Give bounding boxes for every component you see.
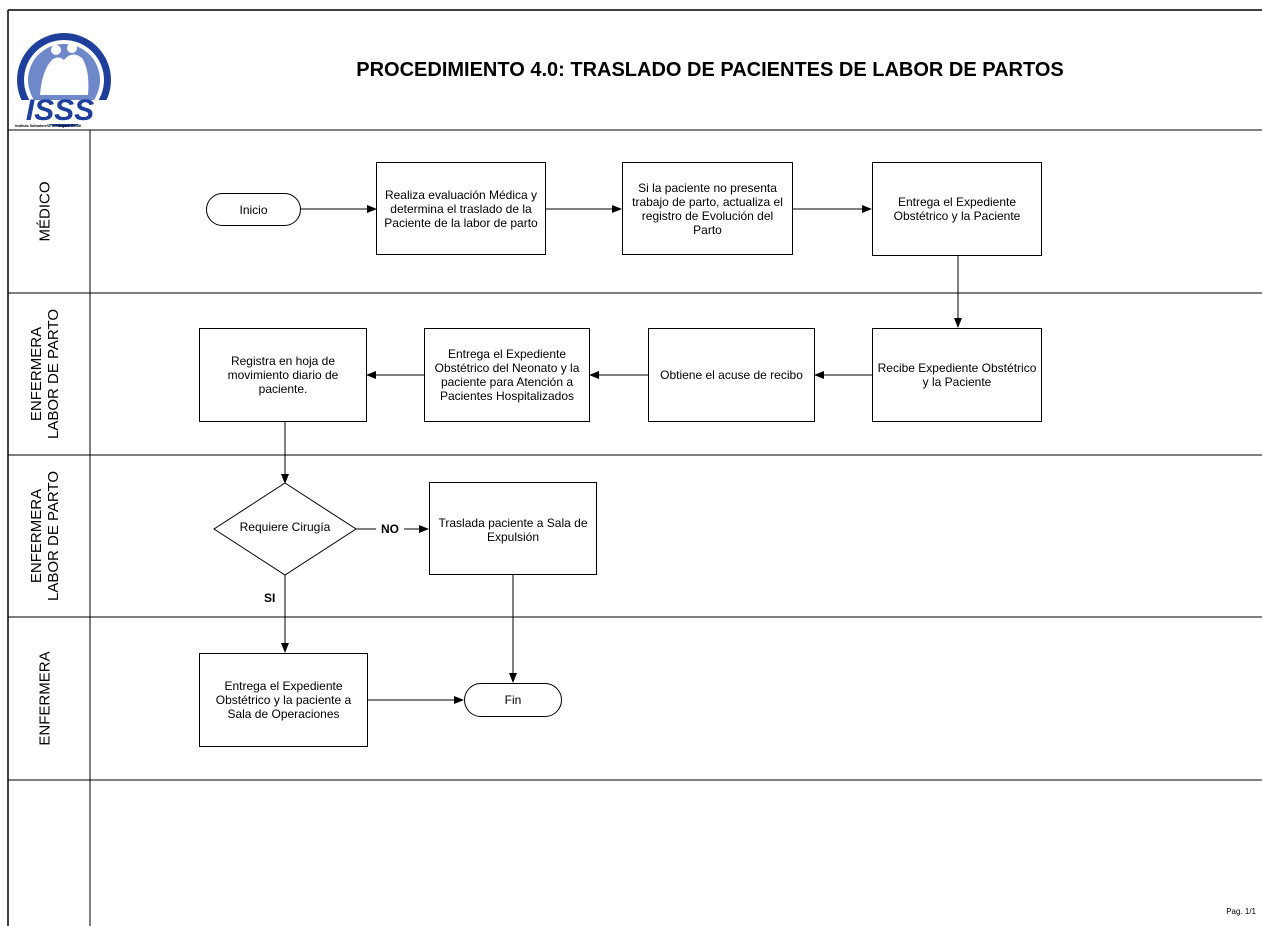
- process-entrega-neonato: Entrega el Expediente Obstétrico del Neo…: [424, 328, 590, 422]
- lane-label-enfermera-labor-parto-2: ENFERMERA LABOR DE PARTO: [28, 470, 63, 602]
- process-entrega-expediente-medico: Entrega el Expediente Obstétrico y la Pa…: [872, 162, 1042, 256]
- edge-label-no: NO: [381, 522, 399, 536]
- process-entrega-sala-operaciones: Entrega el Expediente Obstétrico y la pa…: [199, 653, 368, 747]
- lane-label-enfermera: ENFERMERA: [36, 651, 54, 746]
- decision-requiere-cirugia-label: Requiere Cirugía: [239, 520, 331, 534]
- process-acuse-recibo: Obtiene el acuse de recibo: [648, 328, 815, 422]
- decision-diamond: [213, 482, 357, 576]
- process-traslada-expulsion: Traslada paciente a Sala de Expulsión: [429, 482, 597, 575]
- process-evaluacion-medica: Realiza evaluación Médica y determina el…: [376, 162, 546, 255]
- start-terminal: Inicio: [206, 193, 301, 226]
- process-registro-evolucion: Si la paciente no presenta trabajo de pa…: [622, 162, 793, 255]
- logo-caption: Instituto Salvadoreño del Seguro Social: [15, 124, 82, 128]
- edge-label-si: SI: [264, 591, 276, 605]
- process-recibe-expediente: Recibe Expediente Obstétrico y la Pacien…: [872, 328, 1042, 422]
- lane-label-medico: MÉDICO: [36, 181, 54, 242]
- svg-text:ISSS: ISSS: [26, 94, 94, 127]
- page-title: PROCEDIMIENTO 4.0: TRASLADO DE PACIENTES…: [356, 59, 1064, 81]
- end-terminal: Fin: [464, 683, 562, 717]
- lane-label-enfermera-labor-parto-1: ENFERMERA LABOR DE PARTO: [28, 308, 63, 440]
- isss-logo: ISSS: [14, 33, 112, 127]
- process-registra-hoja: Registra en hoja de movimiento diario de…: [199, 328, 367, 422]
- page-number: Pag. 1/1: [1226, 907, 1256, 916]
